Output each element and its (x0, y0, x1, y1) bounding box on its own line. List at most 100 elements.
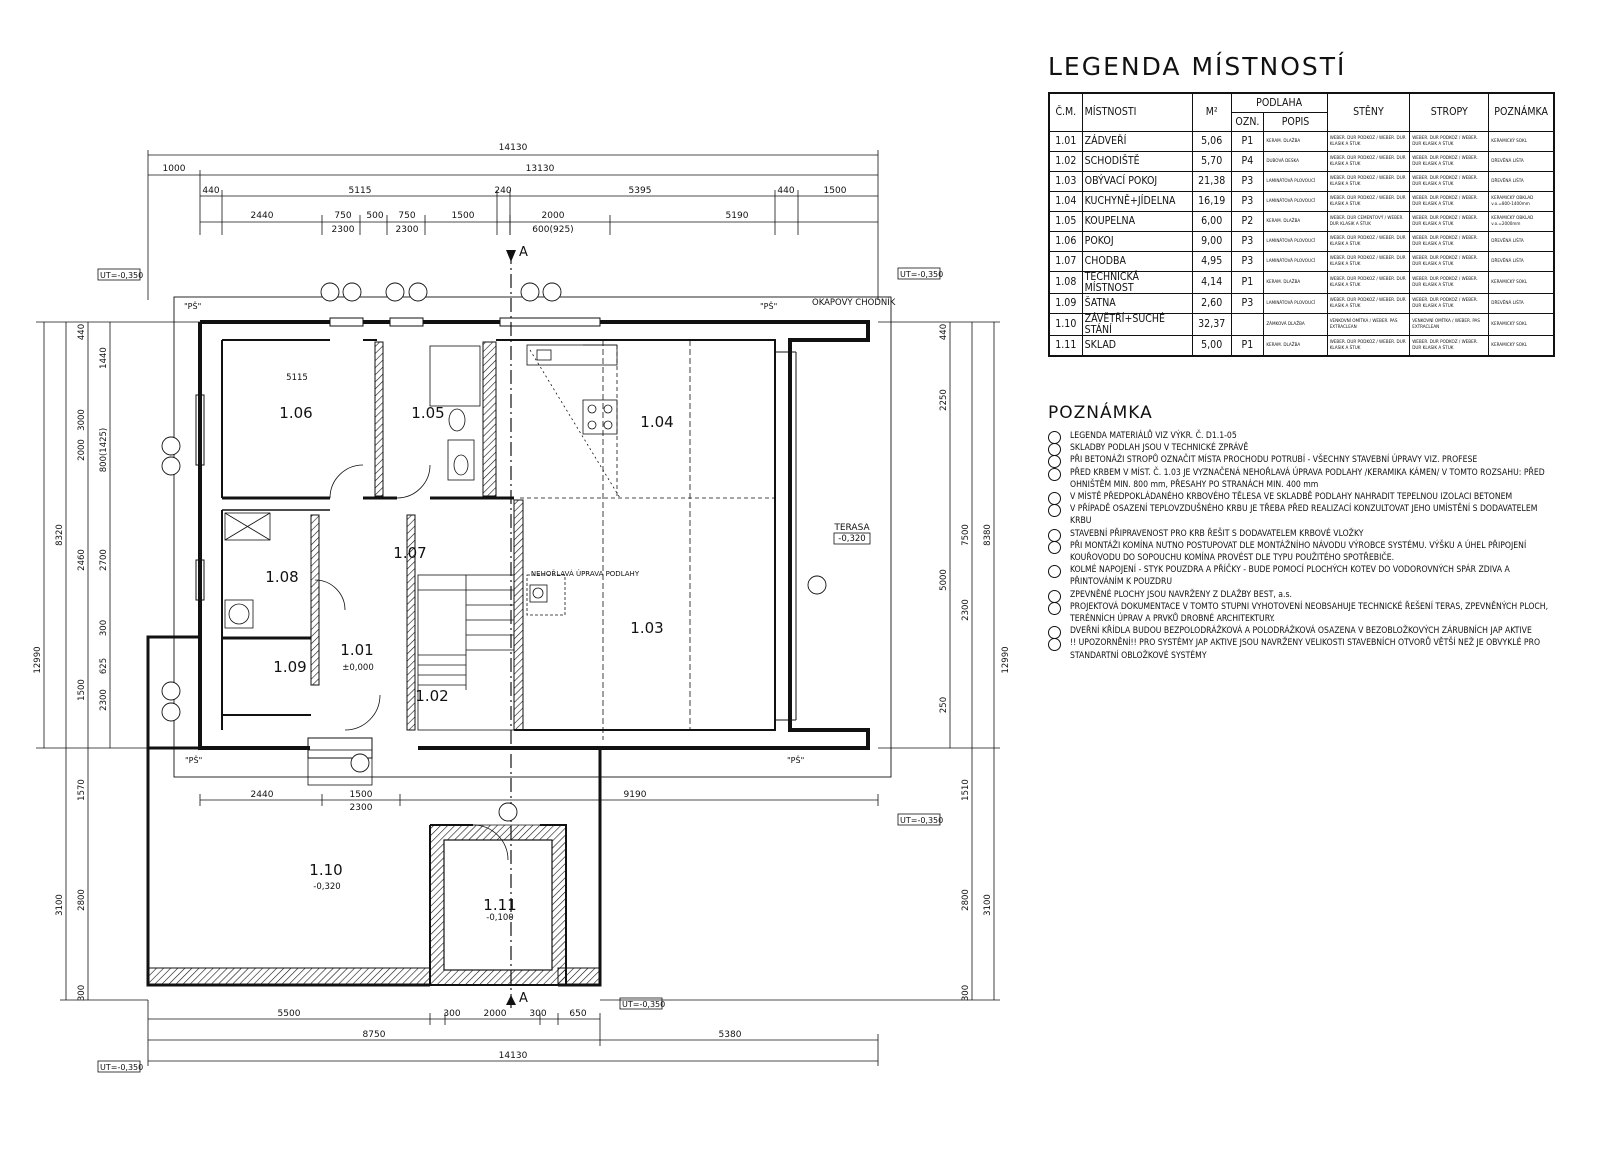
note-item: DVEŘNÍ KŘÍDLA BUDOU BEZPOLODRÁŽKOVÁ A PO… (1048, 625, 1558, 640)
legend-cell-note: DŘEVĚNÁ LIŠTA (1488, 151, 1555, 172)
col-desc: POPIS (1263, 112, 1328, 132)
dim-left-1500: 1500 (77, 679, 87, 701)
terrain-level-r: UT=-0,350 (900, 816, 943, 825)
terrain-level-tr: UT=-0,350 (900, 270, 943, 279)
dim-bot-1c: 2000 (484, 1009, 507, 1019)
legend-cell-area: 16,19 (1191, 191, 1232, 212)
room-1.06: 1.06 (279, 404, 312, 422)
legend-cell-number: 1.07 (1048, 251, 1083, 272)
ps-label-3: "PŠ" (185, 754, 202, 765)
legend-cell-ceilings: VENKOVNÍ OMÍTKA / WEBER. PAS EXTRACLEAN (1409, 313, 1490, 336)
dim-top-2b: 5115 (349, 186, 372, 196)
terrace-label: TERASA (833, 523, 870, 533)
col-note: POZNÁMKA (1488, 92, 1555, 132)
dim-top-3e: 1500 (452, 211, 475, 221)
legend-cell-ceilings: WEBER. DUR PODKOZ / WEBER. DUR KLASIK A … (1409, 191, 1490, 212)
legend-cell-floor-code: P1 (1230, 335, 1265, 357)
legend-cell-walls: VENKOVNÍ OMÍTKA / WEBER. PAS EXTRACLEAN (1326, 313, 1411, 336)
terrain-level-b: UT=-0,350 (622, 1000, 665, 1009)
section-marker-bottom: A (519, 991, 528, 1006)
room-1.03: 1.03 (630, 619, 663, 637)
legend-cell-area: 5,70 (1191, 151, 1232, 172)
dim-top-3a: 2440 (251, 211, 274, 221)
legend-cell-floor-desc: LAMINÁTOVÁ PLOVOUCÍ (1263, 293, 1328, 314)
dim-top-2c: 240 (494, 186, 511, 196)
section-marker-top: A (519, 245, 528, 260)
legend-cell-room: POKOJ (1081, 231, 1193, 252)
dim-left-2300: 2300 (99, 689, 109, 711)
legend-cell-note: DŘEVĚNÁ LIŠTA (1488, 171, 1555, 192)
col-floor: PODLAHA (1230, 92, 1328, 113)
note-text: LEGENDA MATERIÁLŮ VIZ VÝKR. Č. D1.1-05 (1070, 431, 1237, 441)
legend-cell-floor-code (1230, 313, 1265, 336)
note-text: PŘI BETONÁŽI STROPŮ OZNAČIT MÍSTA PROCHO… (1070, 455, 1478, 466)
legend-cell-ceilings: WEBER. DUR PODKOZ / WEBER. DUR KLASIK A … (1409, 131, 1490, 152)
legend-cell-floor-desc: KERAM. DLAŽBA (1263, 211, 1328, 232)
note-item: PROJEKTOVÁ DOKUMENTACE V TOMTO STUPNI VY… (1048, 601, 1558, 625)
legend-cell-walls: WEBER. DUR PODKOZ / WEBER. DUR KLASIK A … (1326, 231, 1411, 252)
col-walls: STĚNY (1326, 92, 1411, 132)
dim-1.06-w: 5115 (286, 373, 308, 383)
walls: OKAPOVÝ CHODNÍK "PŠ" "PŠ" "PŠ" "PŠ" (146, 296, 896, 987)
legend-cell-floor-desc: LAMINÁTOVÁ PLOVOUCÍ (1263, 171, 1328, 192)
legend-cell-floor-code: P3 (1230, 293, 1265, 314)
note-item: !! UPOZORNĚNÍ!! PRO SYSTÉMY JAP AKTIVE J… (1048, 637, 1558, 661)
legend-cell-room: ZÁVĚTŘÍ+SUCHÉ STÁNÍ (1081, 313, 1193, 336)
floor-plan-drawing: 14130 1000 13130 440 5115 240 5395 440 1… (33, 143, 1011, 1073)
legend-cell-note: DŘEVĚNÁ LIŠTA (1488, 231, 1555, 252)
dim-mid-d: 2300 (350, 803, 373, 813)
dim-left-12990: 12990 (33, 646, 43, 673)
right-dimension-lines (600, 321, 1000, 1001)
legend-cell-room: ZÁDVEŘÍ (1081, 131, 1193, 152)
room-legend-table: Č.M. MÍSTNOSTI M² PODLAHA STĚNY STROPY P… (1048, 92, 1555, 357)
dim-right-250: 250 (939, 697, 949, 713)
legend-cell-floor-desc: LAMINÁTOVÁ PLOVOUCÍ (1263, 251, 1328, 272)
legend-cell-area: 5,00 (1191, 335, 1232, 357)
dim-bot-1a: 5500 (278, 1009, 301, 1019)
dim-top-3f: 2000 (542, 211, 565, 221)
note-item: KOLMÉ NAPOJENÍ - STYK POUZDRA A PŘÍČKY -… (1048, 564, 1558, 588)
room-1.09: 1.09 (273, 658, 306, 676)
ps-label-2: "PŠ" (760, 300, 777, 311)
legend-cell-area: 5,06 (1191, 131, 1232, 152)
legend-cell-floor-code: P3 (1230, 231, 1265, 252)
room-1.11: 1.11 (483, 896, 516, 914)
legend-cell-number: 1.09 (1048, 293, 1083, 314)
legend-cell-number: 1.06 (1048, 231, 1083, 252)
mid-dimension-lines (199, 794, 879, 806)
note-text: PŘED KRBEM V MÍST. Č. 1.03 JE VYZNAČENÁ … (1070, 467, 1545, 490)
notes-title: POZNÁMKA (1048, 403, 1153, 423)
legend-cell-floor-desc: KERAM. DLAŽBA (1263, 271, 1328, 294)
bullet-circle-icon (1048, 638, 1061, 652)
room-1.04: 1.04 (640, 413, 673, 431)
dim-top-overall: 14130 (499, 143, 528, 153)
room-1.07: 1.07 (393, 544, 426, 562)
dim-right-7500: 7500 (961, 524, 971, 546)
room-1.11-level: -0,100 (486, 913, 513, 923)
legend-cell-room: TECHNICKÁ MÍSTNOST (1081, 271, 1193, 294)
dim-top-2d: 5395 (629, 186, 652, 196)
note-text: KOLMÉ NAPOJENÍ - STYK POUZDRA A PŘÍČKY -… (1070, 565, 1510, 588)
legend-cell-room: SCHODIŠTĚ (1081, 151, 1193, 172)
dim-left-300: 300 (99, 620, 109, 636)
terrain-level-tags: UT=-0,350 UT=-0,350 UT=-0,350 UT=-0,350 … (97, 267, 943, 1073)
dim-right-3100: 3100 (983, 894, 993, 916)
dim-left-2700: 2700 (99, 549, 109, 571)
legend-cell-room: KOUPELNA (1081, 211, 1193, 232)
dim-top-4c: 600(925) (532, 225, 573, 235)
right-dimension-values: 440 2250 7500 5000 2300 250 8380 12990 1… (939, 324, 1011, 1001)
dim-right-300: 300 (961, 985, 971, 1001)
legend-cell-number: 1.02 (1048, 151, 1083, 172)
legend-cell-ceilings: WEBER. DUR PODKOZ / WEBER. DUR KLASIK A … (1409, 171, 1490, 192)
note-item: STAVEBNÍ PŘIPRAVENOST PRO KRB ŘEŠIT S DO… (1048, 528, 1558, 542)
room-1.08: 1.08 (265, 568, 298, 586)
legend-cell-room: OBÝVACÍ POKOJ (1081, 171, 1193, 192)
section-line: A A (506, 245, 528, 1010)
top-dimension-values: 14130 1000 13130 440 5115 240 5395 440 1… (163, 143, 847, 235)
detail-bubbles (161, 282, 827, 822)
